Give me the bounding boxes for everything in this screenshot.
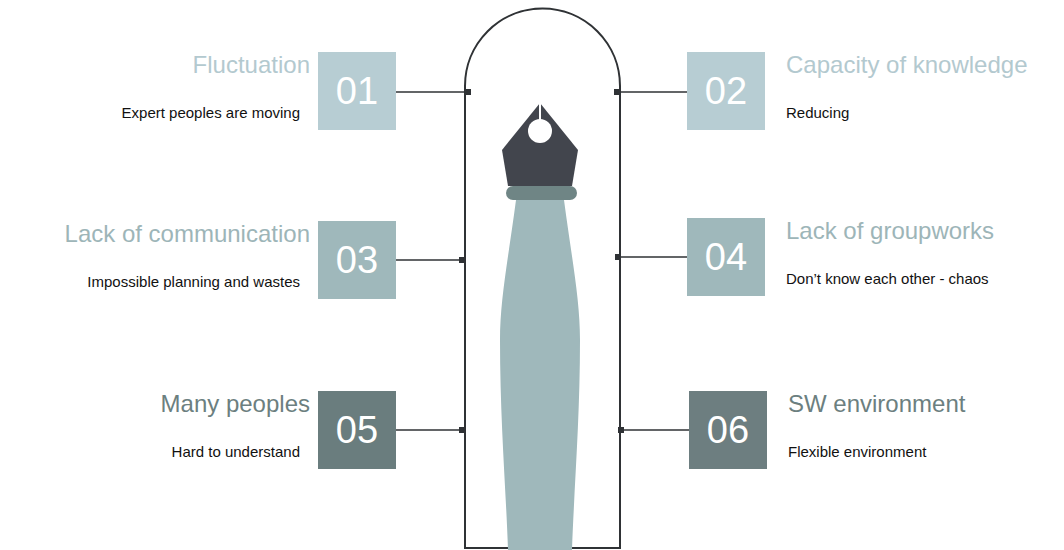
leader-marker bbox=[459, 427, 465, 433]
leader-line bbox=[618, 256, 687, 258]
callout-number: 06 bbox=[689, 391, 767, 469]
item-description: Reducing bbox=[786, 104, 849, 122]
leader-marker bbox=[465, 89, 471, 95]
item-title: Lack of groupworks bbox=[786, 217, 994, 245]
pen-collar bbox=[506, 186, 577, 200]
number-box: 01FluctuationExpert peoples are moving bbox=[318, 52, 396, 130]
leader-marker bbox=[614, 89, 620, 95]
leader-marker bbox=[615, 254, 621, 260]
leader-marker bbox=[618, 427, 624, 433]
item-title: Fluctuation bbox=[193, 51, 310, 79]
leader-lines bbox=[396, 92, 689, 430]
item-title: SW environment bbox=[788, 390, 965, 418]
callout-number: 04 bbox=[687, 218, 765, 296]
callout-number: 01 bbox=[318, 52, 396, 130]
nib-hole bbox=[528, 119, 552, 143]
item-description: Impossible planning and wastes bbox=[87, 273, 300, 291]
leader-line bbox=[396, 91, 468, 93]
number-box: 04Lack of groupworksDon’t know each othe… bbox=[687, 218, 765, 296]
item-title: Capacity of knowledge bbox=[786, 51, 1027, 79]
callout-number: 02 bbox=[687, 52, 765, 130]
callout-number: 03 bbox=[318, 221, 396, 299]
item-title: Lack of communication bbox=[65, 220, 310, 248]
number-box: 05Many peoplesHard to understand bbox=[318, 391, 396, 469]
number-box: 06SW environmentFlexible environment bbox=[689, 391, 767, 469]
leader-marker bbox=[459, 257, 465, 263]
number-box: 03Lack of communicationImpossible planni… bbox=[318, 221, 396, 299]
pen-body bbox=[500, 200, 580, 550]
leader-markers bbox=[459, 89, 624, 433]
leader-line bbox=[396, 259, 462, 261]
leader-line bbox=[396, 429, 462, 431]
pen-nib bbox=[502, 103, 578, 186]
item-description: Hard to understand bbox=[172, 443, 300, 461]
number-box: 02Capacity of knowledgeReducing bbox=[687, 52, 765, 130]
item-description: Expert peoples are moving bbox=[122, 104, 300, 122]
item-description: Flexible environment bbox=[788, 443, 926, 461]
leader-line bbox=[621, 429, 689, 431]
callout-number: 05 bbox=[318, 391, 396, 469]
item-title: Many peoples bbox=[161, 390, 310, 418]
leader-line bbox=[617, 91, 687, 93]
item-description: Don’t know each other - chaos bbox=[786, 270, 989, 288]
